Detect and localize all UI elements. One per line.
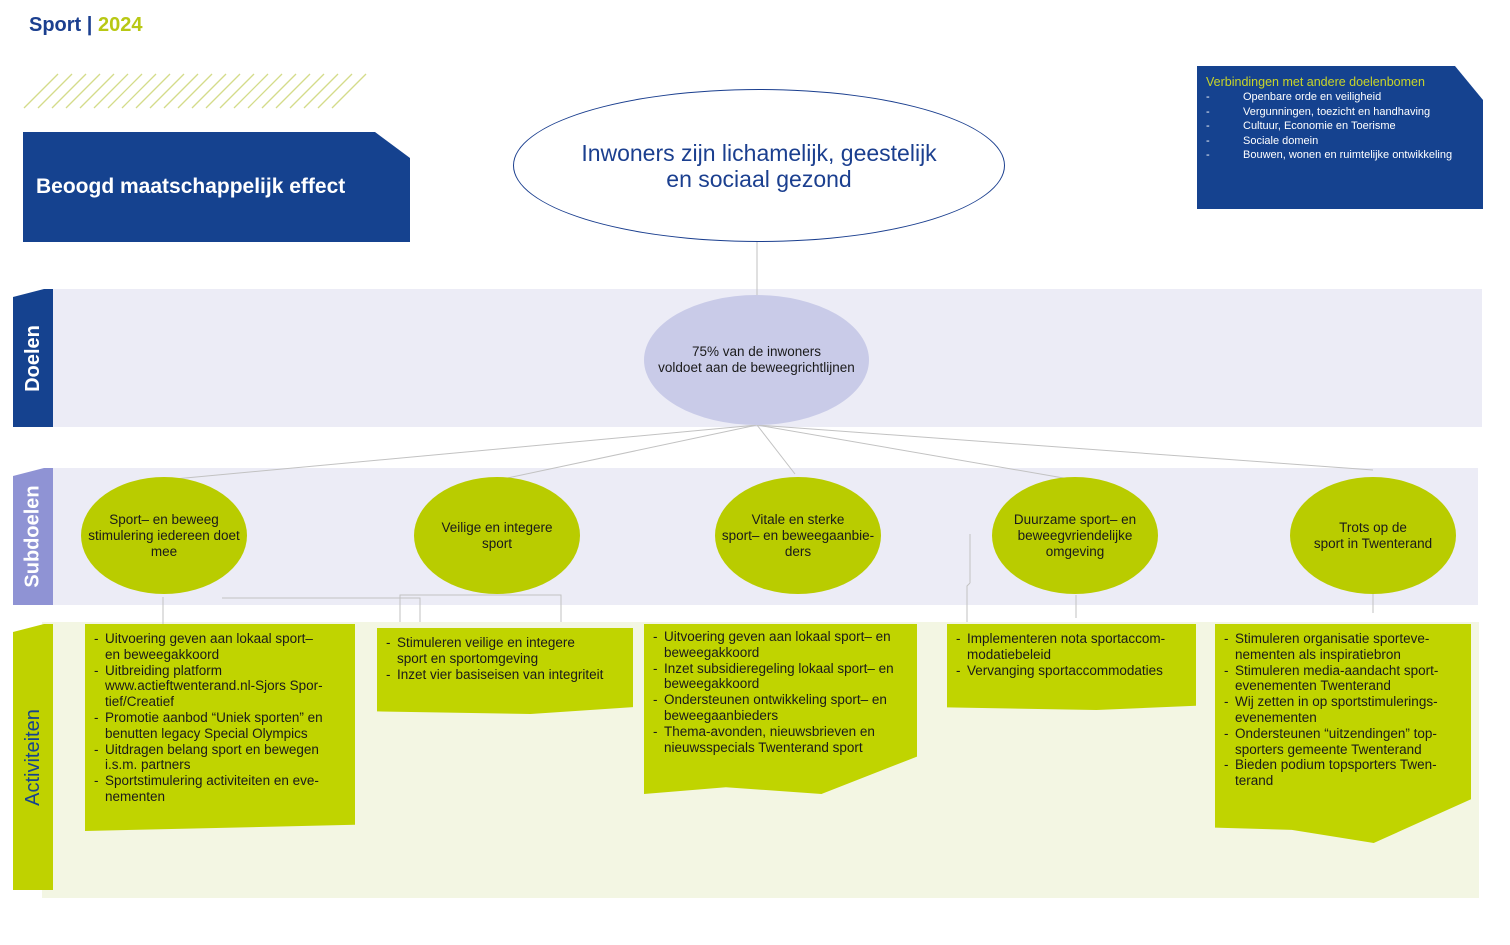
connection-item: Bouwen, wonen en ruimtelijke ontwikkelin… — [1206, 148, 1483, 163]
connection-item: Cultuur, Economie en Toerisme — [1206, 119, 1483, 134]
decorative-hatch — [23, 73, 367, 109]
subgoal-text: omgeving — [1045, 543, 1105, 559]
activity-list: Uitvoering geven aan lokaal sport– enbew… — [653, 629, 911, 755]
subgoal-text: stimulering iedereen doet — [88, 527, 240, 543]
activity-item: Uitvoering geven aan lokaal sport–en bew… — [94, 631, 349, 663]
effect-label-box: Beoogd maatschappelijk effect — [23, 132, 410, 242]
connection-item: Sociale domein — [1206, 134, 1483, 149]
subgoal-text: Trots op de — [1339, 519, 1407, 535]
subgoal-ellipse-3: Vitale en sterke sport– en beweegaanbie-… — [715, 477, 881, 594]
doelen-tab: Doelen — [13, 289, 53, 427]
connections-box: Verbindingen met andere doelenbomen Open… — [1197, 66, 1483, 209]
activity-item: Uitdragen belang sport en bewegeni.s.m. … — [94, 742, 349, 774]
main-effect-line1: Inwoners zijn lichamelijk, geestelijk — [581, 139, 937, 166]
activity-item: Inzet subsidieregeling lokaal sport– enb… — [653, 661, 911, 693]
activity-item: Wij zetten in op sportstimulerings-evene… — [1224, 694, 1465, 726]
header-title: Sport — [29, 14, 82, 36]
subgoal-ellipse-2: Veilige en integere sport — [414, 477, 580, 594]
subgoal-text: Sport– en beweeg — [109, 511, 219, 527]
connections-title: Verbindingen met andere doelenbomen — [1206, 75, 1425, 89]
activity-item: Uitvoering geven aan lokaal sport– enbew… — [653, 629, 911, 661]
subgoal-text: sport in Twenterand — [1313, 535, 1433, 551]
activity-item: Ondersteunen “uitzendingen” top-sporters… — [1224, 726, 1465, 758]
activiteiten-tab: Activiteiten — [13, 624, 53, 890]
activity-list: Implementeren nota sportaccom-modatiebel… — [956, 631, 1190, 678]
goal-line2: voldoet aan de beweegrichtlijnen — [658, 360, 855, 375]
main-effect-ellipse: Inwoners zijn lichamelijk, geestelijk en… — [513, 89, 1005, 242]
connection-item: Vergunningen, toezicht en handhaving — [1206, 105, 1483, 120]
activity-box-1: Uitvoering geven aan lokaal sport–en bew… — [85, 624, 355, 831]
activity-item: Inzet vier basiseisen van integriteit — [386, 667, 627, 683]
activity-item: Implementeren nota sportaccom-modatiebel… — [956, 631, 1190, 663]
subgoal-text: sport — [481, 535, 512, 551]
page-header: Sport | 2024 — [29, 14, 142, 37]
subgoal-text: ders — [784, 543, 812, 559]
activity-item: Ondersteunen ontwikkeling sport– enbewee… — [653, 692, 911, 724]
activity-list: Stimuleren organisatie sporteve-nementen… — [1224, 631, 1465, 789]
activity-box-5: Stimuleren organisatie sporteve-nementen… — [1215, 624, 1471, 843]
connections-list: Openbare orde en veiligheid Vergunningen… — [1206, 90, 1483, 163]
subgoal-ellipse-5: Trots op de sport in Twenterand — [1290, 477, 1456, 594]
connection-item: Openbare orde en veiligheid — [1206, 90, 1483, 105]
subgoal-ellipse-4: Duurzame sport– en beweegvriendelijke om… — [992, 477, 1158, 594]
subgoal-text: Vitale en sterke — [751, 511, 845, 527]
main-effect-line2: en sociaal gezond — [666, 165, 852, 192]
subgoal-text: sport– en beweegaanbie- — [721, 527, 875, 543]
subgoal-ellipse-1: Sport– en beweeg stimulering iedereen do… — [81, 477, 247, 594]
activity-item: Stimuleren media-aandacht sport-evenemen… — [1224, 663, 1465, 695]
subdoelen-tab: Subdoelen — [13, 468, 53, 605]
effect-label: Beoogd maatschappelijk effect — [36, 175, 346, 198]
activity-box-3: Uitvoering geven aan lokaal sport– enbew… — [644, 624, 917, 794]
activity-item: Stimuleren organisatie sporteve-nementen… — [1224, 631, 1465, 663]
subgoal-text: Duurzame sport– en — [1013, 511, 1137, 527]
activity-item: Promotie aanbod “Uniek sporten” enbenutt… — [94, 710, 349, 742]
subgoal-text: beweegvriendelijke — [1017, 527, 1133, 543]
activity-list: Uitvoering geven aan lokaal sport–en bew… — [94, 631, 349, 805]
activity-item: Sportstimulering activiteiten en eve-nem… — [94, 773, 349, 805]
activity-item: Uitbreiding platformwww.actieftwenterand… — [94, 663, 349, 710]
subgoal-text: Veilige en integere — [441, 519, 553, 535]
header-separator: | — [86, 14, 93, 36]
goal-line1: 75% van de inwoners — [691, 344, 822, 359]
subgoal-text: mee — [150, 543, 178, 559]
activity-box-4: Implementeren nota sportaccom-modatiebel… — [947, 624, 1196, 710]
goal-ellipse: 75% van de inwoners voldoet aan de bewee… — [644, 295, 869, 425]
header-year: 2024 — [97, 14, 143, 36]
activity-item: Thema-avonden, nieuwsbrieven ennieuwsspe… — [653, 724, 911, 756]
activity-item: Vervanging sportaccommodaties — [956, 663, 1190, 679]
activity-item: Bieden podium topsporters Twen-terand — [1224, 757, 1465, 789]
